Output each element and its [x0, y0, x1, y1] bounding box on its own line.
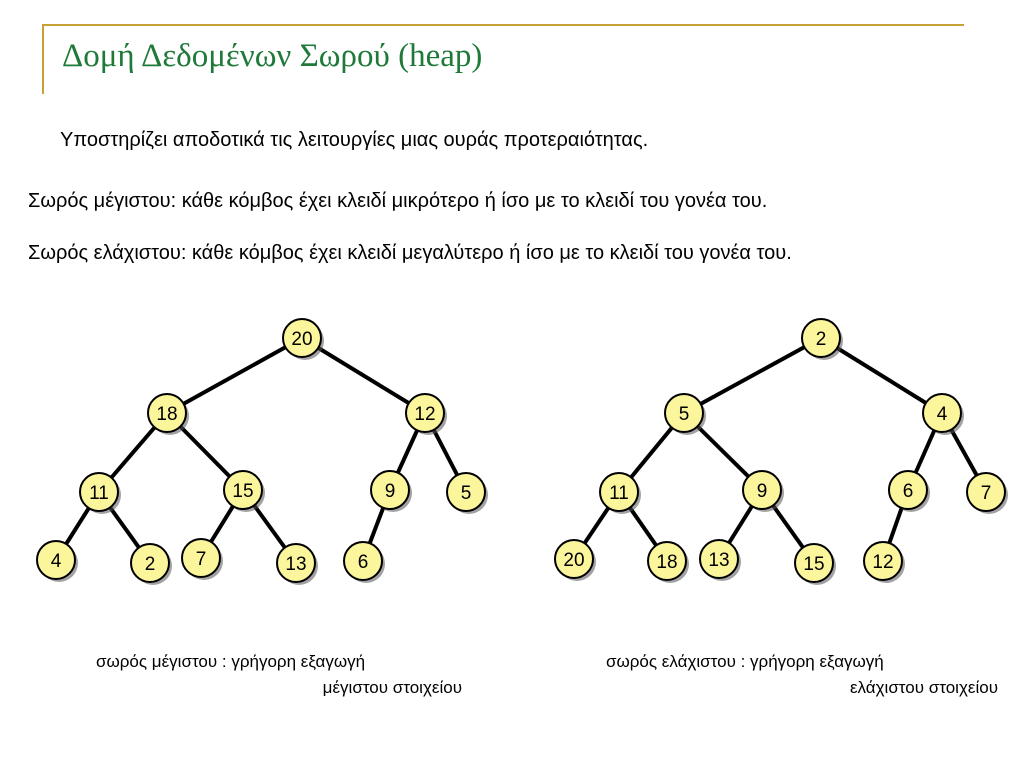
min-heap-edge: [683, 336, 822, 415]
min-heap-node-circle: [599, 472, 639, 512]
max-heap-node: 5: [446, 472, 488, 514]
min-heap-node: 20: [554, 539, 596, 581]
max-heap-node-label: 13: [285, 554, 306, 575]
min-heap-node-label: 4: [937, 404, 948, 425]
min-heap-node: 4: [922, 393, 964, 435]
min-heap-edge: [819, 336, 944, 415]
min-heap-node: 12: [863, 541, 905, 583]
max-heap-node-circle: [446, 472, 486, 512]
max-heap-node-circle: [130, 543, 170, 583]
max-heap-node-circle: [405, 393, 445, 433]
max-heap-node-label: 7: [196, 549, 207, 570]
min-heap-node-circle: [664, 393, 704, 433]
max-heap-node-label: 11: [89, 483, 109, 504]
max-heap-node-circle: [36, 540, 76, 580]
max-heap-node: 20: [282, 318, 324, 360]
max-heap-node-label: 20: [291, 329, 312, 350]
min-heap-node-label: 18: [656, 552, 677, 573]
max-heap-node-circle: [276, 543, 316, 583]
min-heap-node-label: 20: [563, 550, 584, 571]
max-heap-tree: 20 18 12 11 15 9 5 4 2 7 13 6: [36, 318, 488, 585]
min-heap-node-circle: [742, 470, 782, 510]
min-heap-node: 15: [794, 543, 836, 585]
max-heap-caption-line2: μέγιστου στοιχείου: [322, 678, 462, 697]
max-heap-node: 7: [181, 538, 223, 580]
min-heap-node: 6: [888, 470, 930, 512]
min-heap-node-label: 11: [609, 483, 629, 504]
max-heap-node-circle: [370, 470, 410, 510]
min-heap-node: 7: [966, 472, 1008, 514]
min-heap-node-label: 6: [903, 481, 914, 502]
max-heap-node-circle: [79, 472, 119, 512]
max-heap-node-label: 4: [51, 551, 62, 572]
min-heap-caption-line2: ελάχιστου στοιχείου: [849, 678, 998, 697]
min-heap-node-label: 9: [757, 481, 768, 502]
max-heap-node: 15: [223, 470, 265, 512]
min-heap-node-label: 2: [816, 329, 827, 350]
max-heap-node-label: 15: [232, 481, 253, 502]
min-heap-node-circle: [794, 543, 834, 583]
max-heap-edge: [300, 336, 427, 415]
min-heap-node-label: 5: [679, 404, 690, 425]
max-heap-node: 13: [276, 543, 318, 585]
title-accent-line-top: [42, 24, 964, 26]
slide-title: Δομή Δεδομένων Σωρού (heap): [62, 38, 483, 74]
min-heap-node-circle: [647, 541, 687, 581]
max-heap-node-circle: [181, 538, 221, 578]
max-heap-node-label: 12: [414, 404, 435, 425]
max-heap-node: 12: [405, 393, 447, 435]
min-heap-node-circle: [922, 393, 962, 433]
min-heap-node-circle: [966, 472, 1006, 512]
max-heap-caption: σωρός μέγιστου : γρήγορη εξαγωγή μέγιστο…: [96, 649, 462, 701]
max-heap-caption-line1: σωρός μέγιστου : γρήγορη εξαγωγή: [96, 652, 366, 671]
min-heap-node: 13: [699, 539, 741, 581]
max-heap-node: 2: [130, 543, 172, 585]
min-heap-caption-line1: σωρός ελάχιστου : γρήγορη εξαγωγή: [606, 652, 884, 671]
min-heap-tree: 2 5 4 11 9 6 7 20 18 13 15 12: [554, 318, 1008, 585]
max-heap-node: 18: [147, 393, 189, 435]
min-heap-node-label: 12: [872, 552, 893, 573]
max-heap-node-circle: [223, 470, 263, 510]
min-heap-node: 5: [664, 393, 706, 435]
max-heap-node-label: 6: [358, 552, 369, 573]
max-heap-node-circle: [147, 393, 187, 433]
max-heap-node-label: 9: [385, 481, 396, 502]
min-heap-node: 11: [599, 472, 641, 514]
max-heap-node: 6: [343, 541, 385, 583]
min-heap-caption: σωρός ελάχιστου : γρήγορη εξαγωγή ελάχισ…: [606, 649, 998, 701]
max-heap-node-label: 18: [156, 404, 177, 425]
max-heap-node: 11: [79, 472, 121, 514]
max-heap-node-label: 2: [145, 554, 156, 575]
title-accent-line-left: [42, 24, 44, 94]
min-heap-node: 2: [801, 318, 843, 360]
min-heap-node-circle: [888, 470, 928, 510]
max-heap-node-label: 5: [461, 483, 472, 504]
min-heap-node-circle: [863, 541, 903, 581]
min-heap-node-label: 7: [981, 483, 992, 504]
min-heap-node-label: 15: [803, 554, 824, 575]
min-heap-node-label: 13: [708, 550, 729, 571]
min-heap-node-circle: [699, 539, 739, 579]
max-heap-definition: Σωρός μέγιστου: κάθε κόμβος έχει κλειδί …: [28, 190, 768, 212]
min-heap-node: 9: [742, 470, 784, 512]
max-heap-node: 4: [36, 540, 78, 582]
intro-text: Υποστηρίζει αποδοτικά τις λειτουργίες μι…: [60, 129, 649, 151]
max-heap-edge: [166, 336, 303, 415]
min-heap-node-circle: [801, 318, 841, 358]
min-heap-definition: Σωρός ελάχιστου: κάθε κόμβος έχει κλειδί…: [28, 242, 792, 264]
max-heap-node-circle: [343, 541, 383, 581]
max-heap-node: 9: [370, 470, 412, 512]
max-heap-node-circle: [282, 318, 322, 358]
min-heap-node-circle: [554, 539, 594, 579]
min-heap-node: 18: [647, 541, 689, 583]
